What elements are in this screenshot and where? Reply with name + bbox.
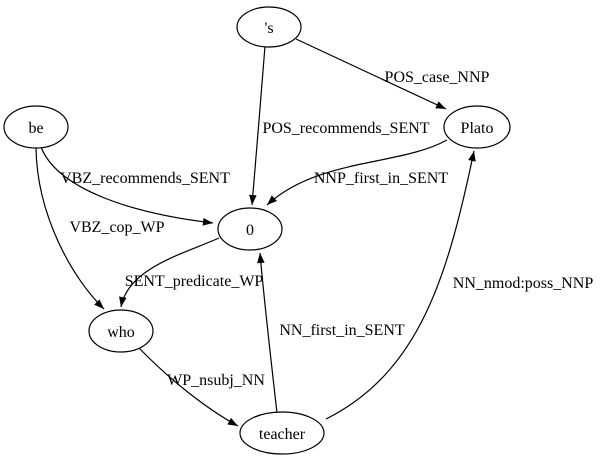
edge-line xyxy=(249,45,266,206)
edge-nn-first-in-sent: NN_first_in_SENT xyxy=(257,252,405,414)
edge-line xyxy=(295,38,447,110)
edge-label-sent-predicate-wp: SENT_predicate_WP xyxy=(125,273,264,290)
edge-nn-nmod-poss-nnp: NN_nmod:poss_NNP xyxy=(325,150,594,420)
node-teacher: teacher xyxy=(239,411,325,455)
node-ellipse xyxy=(3,105,69,149)
edge-label-vbz-recommends-sent: VBZ_recommends_SENT xyxy=(60,170,230,187)
node-who: who xyxy=(88,309,154,353)
edge-label-vbz-cop-wp: VBZ_cop_WP xyxy=(69,219,164,236)
node-label-be: be xyxy=(28,120,43,137)
node-ellipse xyxy=(88,309,154,353)
node-plato: Plato xyxy=(443,105,511,149)
node-label-who: who xyxy=(107,324,135,341)
node-label-plato: Plato xyxy=(461,120,494,137)
node-ellipse xyxy=(236,6,302,48)
edge-line xyxy=(40,146,214,226)
node-label-zero: 0 xyxy=(246,222,254,239)
node-zero: 0 xyxy=(217,207,283,251)
node-apostrophe-s: 's xyxy=(236,6,302,48)
edge-line xyxy=(257,252,278,414)
edge-label-nn-nmod-poss-nnp: NN_nmod:poss_NNP xyxy=(453,275,594,292)
node-ellipse xyxy=(217,207,283,251)
edge-nnp-first-in-sent: NNP_first_in_SENT xyxy=(266,139,448,206)
node-ellipse xyxy=(443,105,511,149)
edge-vbz-recommends-sent: VBZ_recommends_SENT xyxy=(40,146,230,226)
edge-sent-predicate-wp: SENT_predicate_WP xyxy=(119,237,264,308)
edge-label-pos-case-nnp: POS_case_NNP xyxy=(385,69,490,86)
edge-pos-recommends-sent: POS_recommends_SENT xyxy=(249,45,430,206)
edge-wp-nsubj-nn: WP_nsubj_NN xyxy=(137,346,265,427)
node-be: be xyxy=(3,105,69,149)
edge-line xyxy=(266,139,448,206)
edge-vbz-cop-wp: VBZ_cop_WP xyxy=(35,147,165,310)
edge-label-pos-recommends-sent: POS_recommends_SENT xyxy=(262,120,429,137)
edge-line xyxy=(119,237,220,308)
edge-label-nnp-first-in-sent: NNP_first_in_SENT xyxy=(314,170,448,187)
edge-line xyxy=(137,346,239,427)
edge-line xyxy=(35,147,105,310)
node-label-apostrophe-s: 's xyxy=(264,20,273,37)
nodes-layer: 's be Plato 0 who teacher xyxy=(3,6,511,455)
edge-line xyxy=(325,150,476,420)
edge-label-nn-first-in-sent: NN_first_in_SENT xyxy=(279,322,405,339)
edge-pos-case-nnp: POS_case_NNP xyxy=(295,38,490,110)
node-label-teacher: teacher xyxy=(259,426,306,443)
edges-layer: POS_case_NNP POS_recommends_SENT VBZ_rec… xyxy=(35,38,594,427)
node-ellipse xyxy=(239,411,325,455)
edge-label-wp-nsubj-nn: WP_nsubj_NN xyxy=(167,372,265,389)
